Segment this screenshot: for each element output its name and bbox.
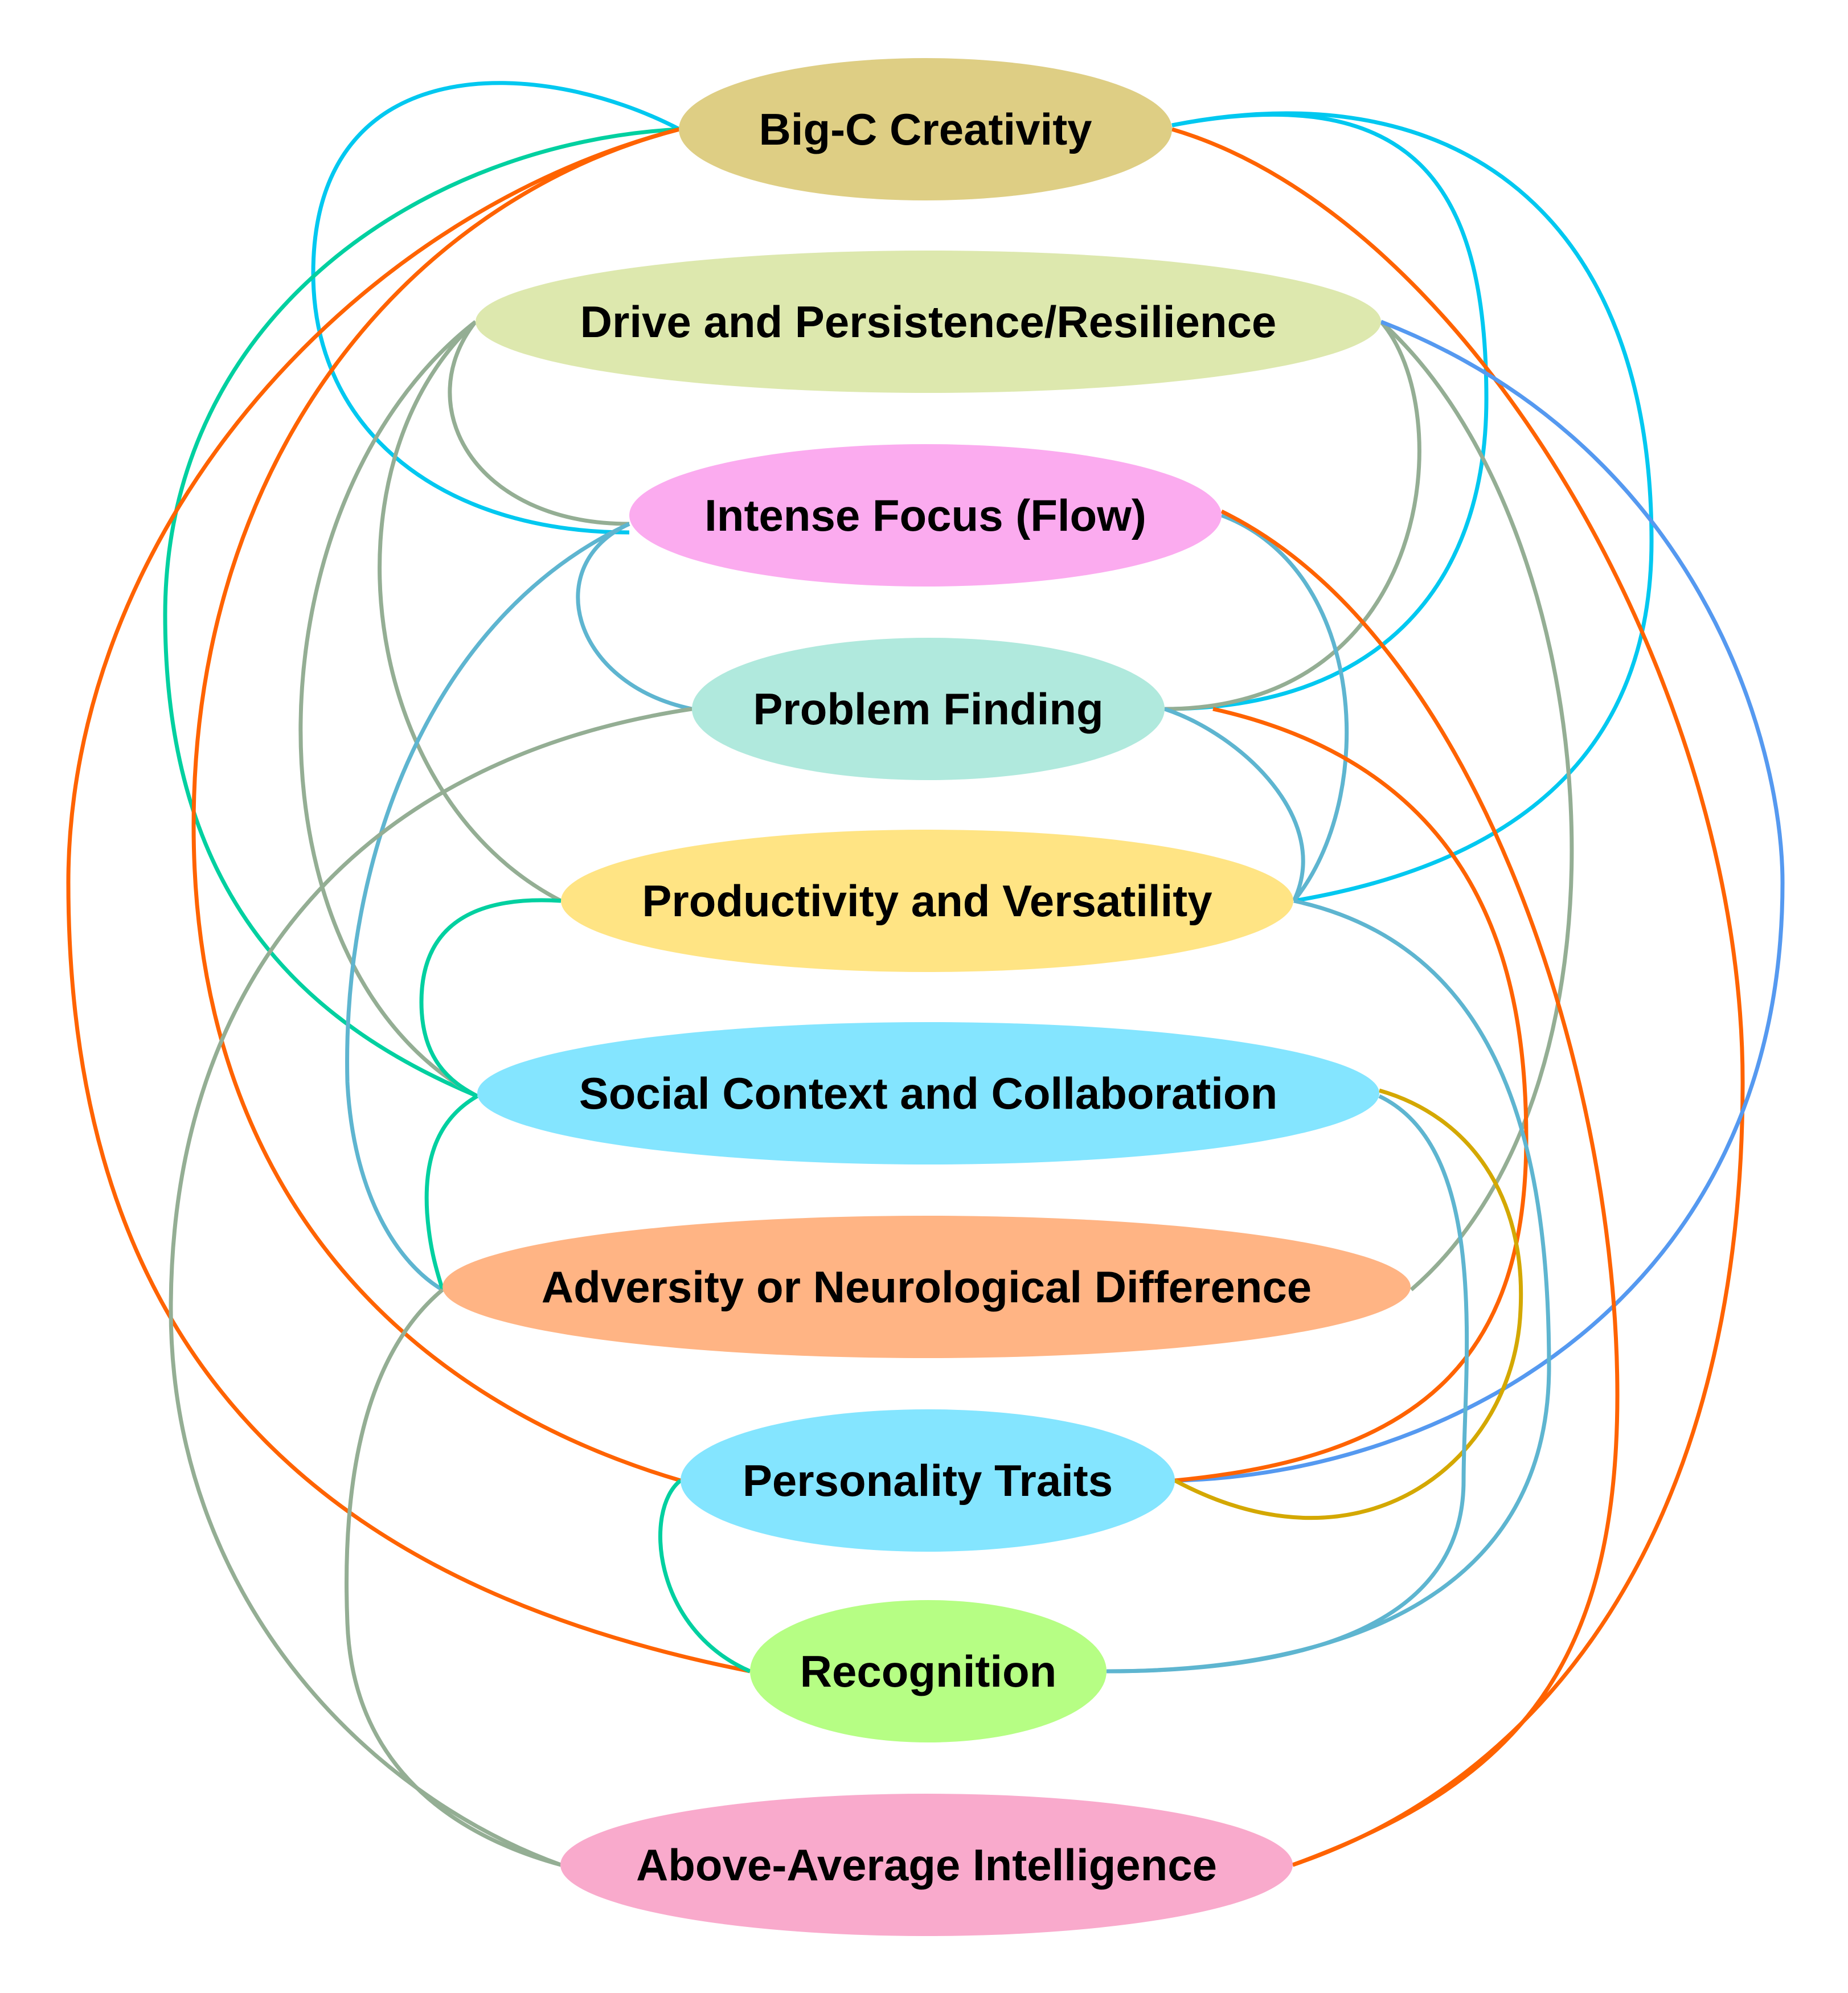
edge-intense-focus-to-productivity — [1220, 513, 1349, 903]
node-drive-and-persistence-resilience: Drive and Persistence/Resilience — [476, 251, 1381, 393]
edge-productivity-to-social-context — [419, 898, 562, 1098]
node-recognition: Recognition — [750, 1600, 1107, 1742]
edge-problem-finding-to-above-average-intelligence — [169, 707, 693, 1867]
node-label: Big-C Creativity — [759, 104, 1092, 154]
edge-drive-to-adversity — [1379, 320, 1574, 1291]
edge-big-c-creativity-to-intense-focus — [311, 81, 681, 535]
edge-social-context-to-personality-traits — [1174, 1088, 1523, 1520]
edge-drive-to-problem-finding — [1164, 320, 1421, 711]
edge-social-context-to-recognition — [1106, 1094, 1469, 1674]
edge-intense-focus-to-adversity — [345, 522, 630, 1292]
node-label: Personality Traits — [743, 1455, 1113, 1506]
edge-big-c-creativity-to-personality-traits — [191, 127, 681, 1483]
node-ellipse — [442, 1216, 1411, 1358]
node-ellipse — [560, 1794, 1293, 1936]
edge-drive-to-personality-traits — [1174, 319, 1785, 1483]
node-label: Social Context and Collaboration — [579, 1068, 1277, 1118]
node-personality-traits: Personality Traits — [681, 1409, 1175, 1552]
edge-big-c-creativity-to-social-context — [163, 127, 680, 1098]
edge-problem-finding-to-productivity — [1163, 707, 1305, 902]
edges-layer — [66, 81, 1785, 1867]
node-big-c-creativity: Big-C Creativity — [679, 58, 1172, 200]
node-label: Intense Focus (Flow) — [704, 490, 1146, 540]
edge-personality-traits-to-recognition — [658, 1479, 751, 1674]
edge-drive-to-intense-focus — [448, 320, 630, 526]
edge-drive-to-productivity — [378, 320, 562, 903]
edge-intense-focus-to-problem-finding — [576, 522, 693, 711]
node-label: Problem Finding — [753, 684, 1103, 734]
node-ellipse — [679, 58, 1172, 200]
node-ellipse — [476, 251, 1381, 393]
node-ellipse — [750, 1600, 1107, 1742]
node-productivity-and-versatility: Productivity and Versatility — [561, 830, 1293, 972]
edge-adversity-to-above-average-intelligence — [345, 1288, 562, 1867]
node-ellipse — [561, 830, 1293, 972]
edge-social-context-to-adversity — [424, 1094, 478, 1290]
node-problem-finding: Problem Finding — [692, 638, 1165, 780]
edge-intense-focus-to-above-average-intelligence — [1220, 509, 1620, 1867]
edge-big-c-creativity-to-productivity — [1171, 111, 1654, 903]
node-label: Adversity or Neurological Difference — [542, 1262, 1312, 1312]
node-above-average-intelligence: Above-Average Intelligence — [560, 1794, 1293, 1936]
node-intense-focus-flow: Intense Focus (Flow) — [629, 444, 1222, 587]
edge-big-c-creativity-to-recognition — [66, 127, 751, 1674]
node-social-context-and-collaboration: Social Context and Collaboration — [477, 1022, 1379, 1164]
edge-drive-to-social-context — [298, 320, 478, 1098]
node-adversity-or-neurological-difference: Adversity or Neurological Difference — [442, 1216, 1411, 1358]
node-ellipse — [681, 1409, 1175, 1552]
node-ellipse — [692, 638, 1165, 780]
edge-problem-finding-to-personality-traits — [1174, 707, 1529, 1483]
node-ellipse — [477, 1022, 1379, 1164]
edge-big-c-creativity-to-problem-finding — [1164, 112, 1489, 711]
node-label: Drive and Persistence/Resilience — [580, 297, 1277, 347]
node-label: Productivity and Versatility — [642, 876, 1212, 926]
node-label: Recognition — [800, 1646, 1057, 1696]
node-label: Above-Average Intelligence — [636, 1840, 1217, 1890]
node-ellipse — [629, 444, 1222, 587]
